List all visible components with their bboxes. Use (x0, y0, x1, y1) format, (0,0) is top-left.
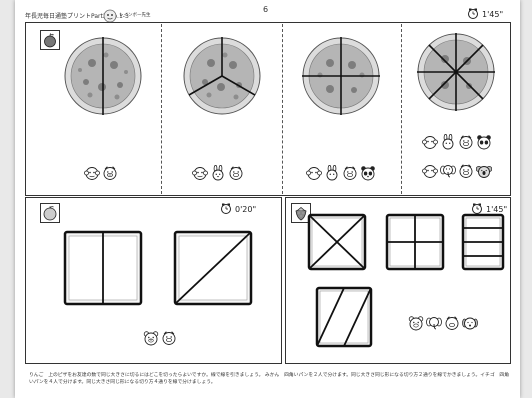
bear-icon (143, 330, 159, 346)
pig-icon (444, 315, 460, 331)
clock-icon (467, 7, 479, 21)
dog-icon (462, 315, 478, 331)
bread-diagonal-cut (173, 230, 253, 306)
animals-group-bottom-right (408, 315, 478, 331)
teacher-logo-icon (103, 8, 117, 22)
mikan-icon (40, 203, 60, 223)
pig-icon (102, 165, 118, 181)
animals-group-bottom-left (143, 330, 177, 346)
divider-1 (161, 24, 162, 194)
animals-group-3 (306, 165, 376, 181)
page-number: 6 (263, 5, 268, 14)
instructions-text: りんご 上のピザをお友達の数で同じ大きさに切るにはどこを切ったらよいですか。線で… (29, 372, 511, 386)
timer-bottom-left: 0'20" (220, 202, 256, 216)
elephant-icon (426, 315, 442, 331)
pizza-3 (300, 35, 382, 117)
monkey-icon (422, 163, 438, 179)
monkey-icon (306, 165, 322, 181)
worksheet-page: 年長児毎日通塾プリントPart2(No.1-3 レインボー先生 6 1'45" (15, 0, 520, 398)
bread-horizontal-cut (461, 213, 505, 271)
bread-vertical-cut (63, 230, 143, 306)
elephant-icon (440, 163, 456, 179)
pig-icon (228, 165, 244, 181)
rabbit-icon (440, 134, 456, 150)
pizza-2 (181, 35, 263, 117)
monkey-icon (84, 165, 100, 181)
pizza-1 (62, 35, 144, 117)
panda-icon (360, 165, 376, 181)
timer-top: 1'45" (467, 7, 503, 21)
pig-icon (458, 134, 474, 150)
bread-two-diagonals-cut (315, 286, 373, 348)
monkey-icon (192, 165, 208, 181)
bear-icon (408, 315, 424, 331)
koala-icon (476, 163, 492, 179)
animals-group-4-row-2 (422, 163, 492, 179)
divider-2 (282, 24, 283, 194)
bread-x-cut (307, 213, 367, 271)
pizza-4 (415, 31, 497, 113)
pig-icon (161, 330, 177, 346)
animals-group-4-row-1 (422, 134, 492, 150)
apple-icon (40, 30, 60, 50)
timer-top-label: 1'45" (482, 10, 503, 19)
timer-bottom-left-label: 0'20" (235, 205, 256, 214)
monkey-icon (422, 134, 438, 150)
rabbit-icon (210, 165, 226, 181)
rabbit-icon (324, 165, 340, 181)
bread-grid-cut (385, 213, 445, 271)
clock-icon (220, 202, 232, 216)
panda-icon (476, 134, 492, 150)
pig-icon (458, 163, 474, 179)
teacher-name: レインボー先生 (119, 12, 151, 18)
divider-3 (401, 24, 402, 194)
animals-group-2 (192, 165, 244, 181)
pig-icon (342, 165, 358, 181)
animals-group-1 (84, 165, 118, 181)
